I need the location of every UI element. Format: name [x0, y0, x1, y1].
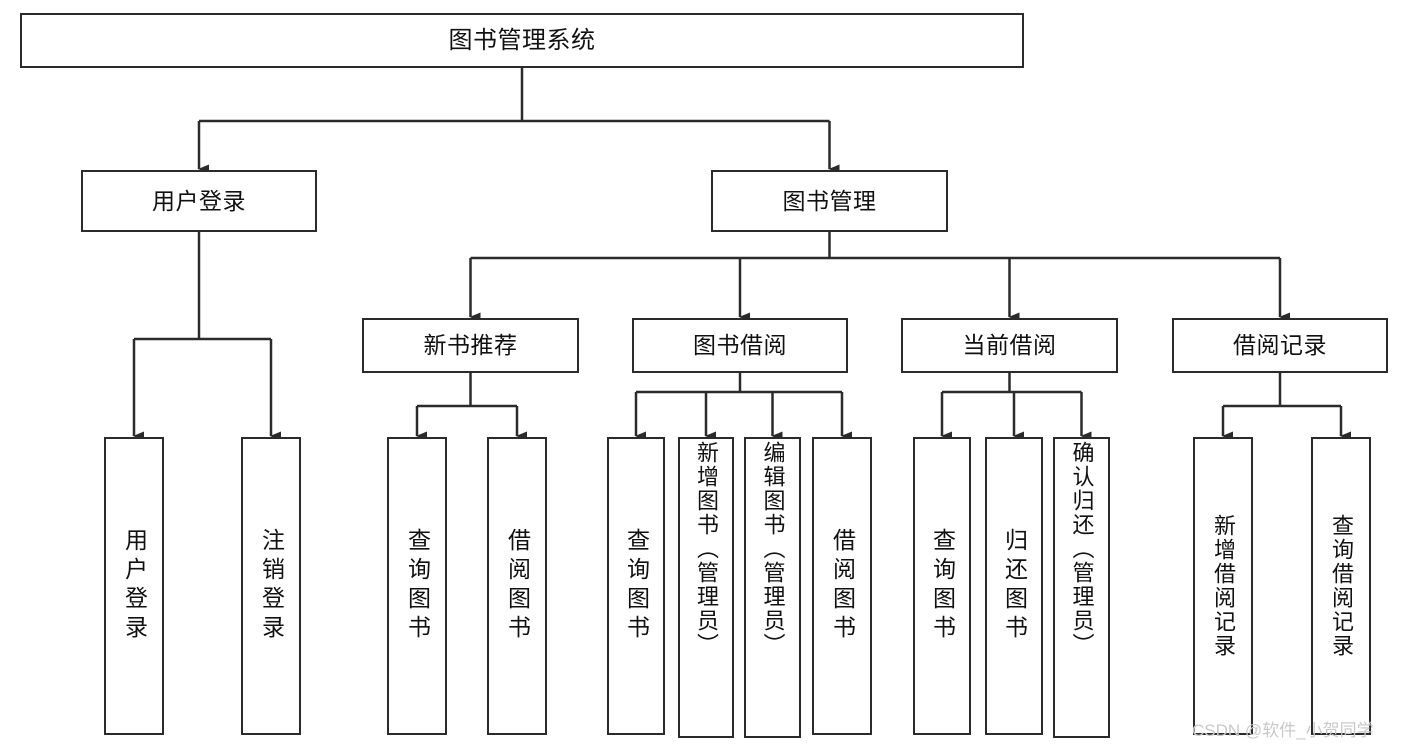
node-leaf-return-book-label: 归还图书 — [1001, 528, 1028, 644]
node-leaf-query-book-1-label: 查询图书 — [404, 528, 431, 644]
csdn-watermark: CSDN @软件_小贺同学 — [1192, 721, 1374, 740]
node-new-book-recommend[interactable]: 新书推荐 — [362, 318, 579, 373]
node-book-manage-label: 图书管理 — [782, 187, 877, 214]
node-leaf-add-book-label: 新增图书（管理员） — [694, 441, 719, 657]
node-leaf-borrow-book-1-label: 借阅图书 — [504, 528, 531, 644]
node-book-manage[interactable]: 图书管理 — [711, 170, 948, 232]
node-leaf-borrow-book-2-label: 借阅图书 — [829, 528, 856, 644]
node-borrow-record-label: 借阅记录 — [1233, 332, 1327, 358]
node-new-book-recommend-label: 新书推荐 — [423, 332, 518, 358]
node-leaf-user-login[interactable]: 用户登录 — [104, 437, 164, 735]
node-leaf-query-record[interactable]: 查询借阅记录 — [1311, 437, 1371, 735]
node-borrow-record[interactable]: 借阅记录 — [1172, 318, 1388, 373]
node-root[interactable]: 图书管理系统 — [20, 13, 1024, 68]
node-leaf-query-book-3-label: 查询图书 — [929, 528, 956, 644]
node-leaf-logout[interactable]: 注销登录 — [241, 437, 301, 735]
node-leaf-add-record[interactable]: 新增借阅记录 — [1193, 437, 1253, 735]
edge-group — [132, 68, 1351, 441]
node-book-borrow-label: 图书借阅 — [693, 332, 787, 358]
node-leaf-query-record-label: 查询借阅记录 — [1329, 514, 1354, 658]
node-leaf-query-book-3[interactable]: 查询图书 — [913, 437, 971, 735]
node-leaf-user-login-label: 用户登录 — [121, 528, 148, 644]
node-leaf-logout-label: 注销登录 — [258, 528, 285, 644]
node-leaf-add-book[interactable]: 新增图书（管理员） — [678, 437, 734, 738]
node-leaf-query-book-2[interactable]: 查询图书 — [607, 437, 665, 735]
node-leaf-add-record-label: 新增借阅记录 — [1211, 514, 1236, 658]
node-user-login[interactable]: 用户登录 — [81, 170, 317, 232]
node-leaf-borrow-book-2[interactable]: 借阅图书 — [812, 437, 872, 735]
node-leaf-edit-book-label: 编辑图书（管理员） — [760, 441, 786, 657]
node-root-label: 图书管理系统 — [448, 26, 596, 54]
node-leaf-query-book-1[interactable]: 查询图书 — [387, 437, 447, 735]
node-leaf-confirm-return[interactable]: 确认归还（管理员） — [1053, 437, 1110, 738]
node-current-borrow[interactable]: 当前借阅 — [901, 318, 1118, 373]
node-leaf-query-book-2-label: 查询图书 — [623, 528, 650, 644]
node-user-login-label: 用户登录 — [152, 187, 246, 214]
node-book-borrow[interactable]: 图书借阅 — [632, 318, 848, 373]
node-leaf-edit-book[interactable]: 编辑图书（管理员） — [744, 437, 801, 738]
node-leaf-return-book[interactable]: 归还图书 — [985, 437, 1043, 735]
node-current-borrow-label: 当前借阅 — [962, 332, 1057, 358]
node-leaf-borrow-book-1[interactable]: 借阅图书 — [487, 437, 547, 735]
node-leaf-confirm-return-label: 确认归还（管理员） — [1069, 441, 1095, 657]
